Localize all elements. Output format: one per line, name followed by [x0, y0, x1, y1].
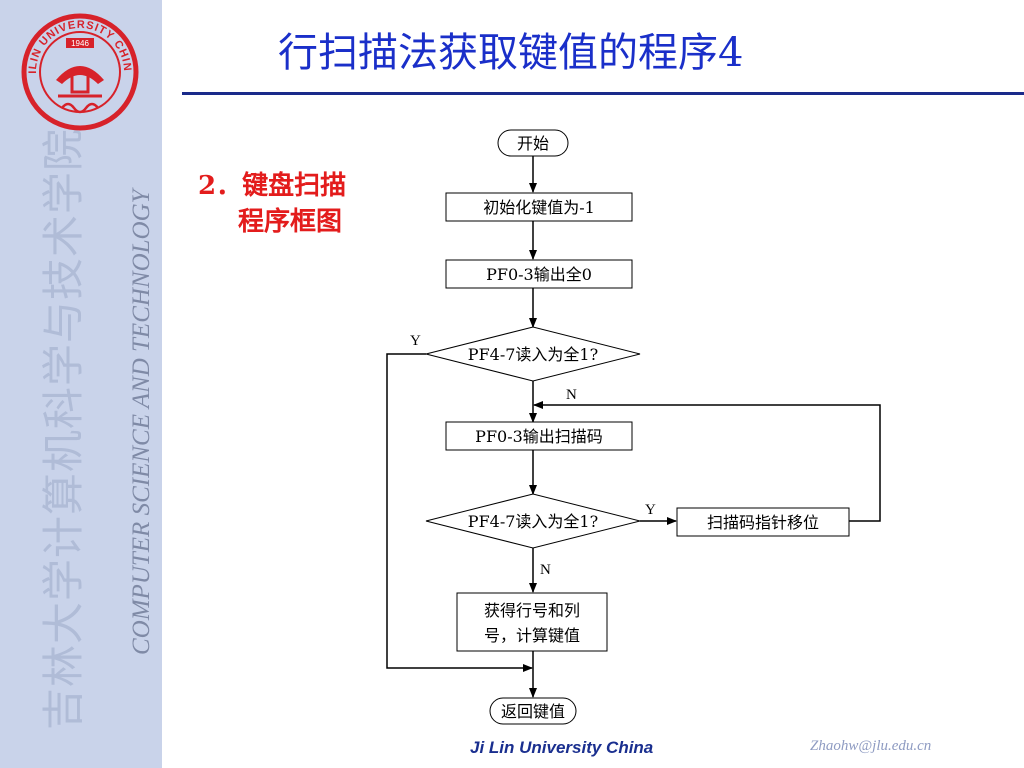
svg-text:扫描码指针移位: 扫描码指针移位 — [707, 513, 819, 532]
svg-text:PF0-3输出扫描码: PF0-3输出扫描码 — [475, 427, 603, 446]
decision-2-no-label: N — [540, 562, 551, 578]
svg-text:PF0-3输出全0: PF0-3输出全0 — [486, 265, 592, 284]
decision-2-node: PF4-7读入为全1? — [425, 493, 641, 549]
start-node: 开始 — [497, 129, 569, 157]
arrow-decision1-yes-to-end — [386, 353, 533, 672]
svg-text:PF4-7读入为全1?: PF4-7读入为全1? — [468, 345, 598, 364]
footer-email: Zhaohw@jlu.edu.cn — [810, 738, 932, 754]
output-zero-node: PF0-3输出全0 — [445, 259, 633, 289]
slide-title: 行扫描法获取键值的程序4 — [278, 30, 744, 76]
svg-text:返回键值: 返回键值 — [501, 702, 565, 721]
init-node: 初始化键值为-1 — [445, 192, 633, 222]
end-node: 返回键值 — [489, 697, 577, 725]
svg-text:PF4-7读入为全1?: PF4-7读入为全1? — [468, 512, 598, 531]
footer-university-name: Ji Lin University China — [470, 738, 654, 757]
svg-text:号，计算键值: 号，计算键值 — [484, 626, 580, 645]
university-seal-logo: JILIN UNIVERSITY CHINA 1946 — [20, 12, 139, 131]
output-scan-node: PF0-3输出扫描码 — [445, 421, 633, 451]
arrow-shift-loop-back — [533, 401, 881, 522]
subtitle-line-2: 程序框图 — [238, 207, 343, 237]
decision-2-yes-label: Y — [645, 502, 656, 518]
decision-1-yes-label: Y — [410, 333, 421, 349]
sidebar: JILIN UNIVERSITY CHINA 1946 吉林大学计算机科学与技术… — [0, 0, 162, 768]
title-divider — [182, 92, 1024, 95]
compute-node: 获得行号和列 号，计算键值 — [456, 592, 608, 652]
svg-text:初始化键值为-1: 初始化键值为-1 — [483, 198, 595, 217]
decision-1-no-label: N — [566, 387, 577, 403]
decision-1-node: PF4-7读入为全1? — [425, 326, 641, 382]
svg-text:开始: 开始 — [517, 134, 549, 153]
shift-node: 扫描码指针移位 — [676, 507, 850, 537]
svg-text:获得行号和列: 获得行号和列 — [484, 601, 580, 620]
subtitle-line-1: 2．键盘扫描 — [198, 171, 347, 201]
slide-subtitle: 2．键盘扫描 程序框图 — [198, 168, 398, 240]
svg-text:1946: 1946 — [71, 39, 89, 48]
